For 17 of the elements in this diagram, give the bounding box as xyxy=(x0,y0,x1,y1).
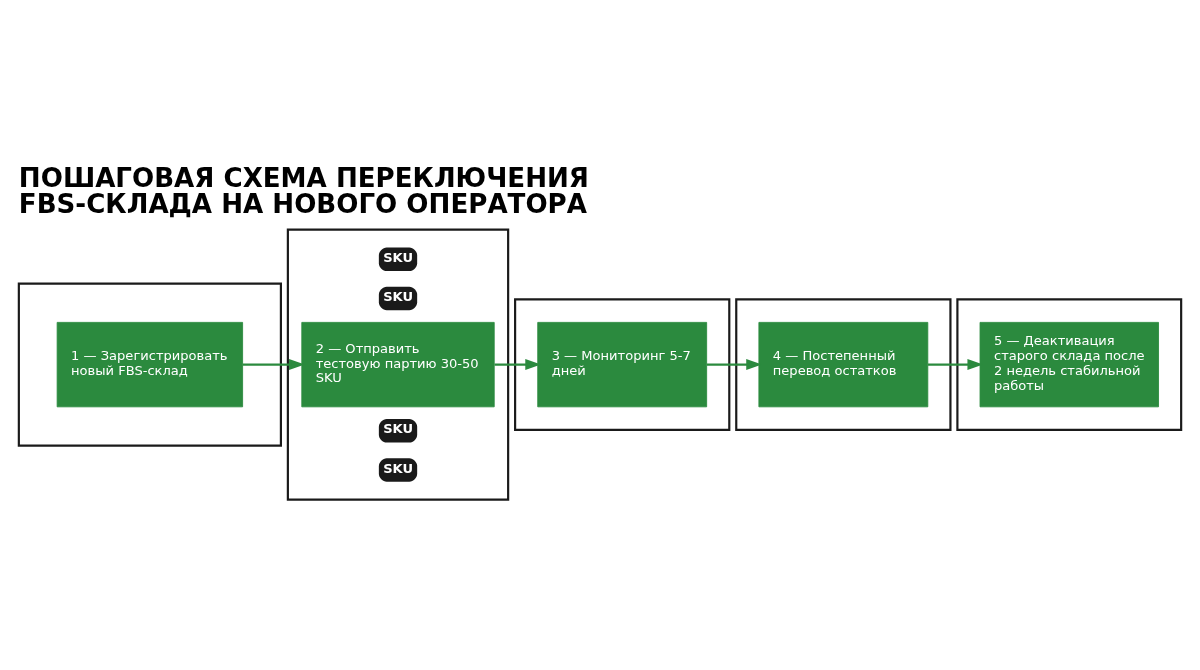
node-box: 5 — Деактивация старого склада после 2 недель стабильной работы xyxy=(979,321,1159,408)
node-box: 2 — Отправить тестовую партию 30-50 SKU xyxy=(301,321,495,408)
cluster xyxy=(735,298,952,431)
label: SKU xyxy=(383,289,414,305)
cluster xyxy=(514,298,731,431)
cluster xyxy=(17,282,282,447)
node-box: 1 — Зарегистрировать новый FBS-склад xyxy=(56,321,244,408)
diagram-title: ПОШАГОВАЯ СХЕМА ПЕРЕКЛЮЧЕНИЯ FBS-СКЛАДА НА НОВОГО ОПЕРАТОРА xyxy=(18,162,589,220)
label: SKU xyxy=(383,460,414,476)
arrow xyxy=(242,359,305,371)
arrow xyxy=(494,359,541,371)
arrow xyxy=(706,359,762,371)
cluster xyxy=(956,298,1183,431)
label: SKU xyxy=(383,421,414,437)
node-box: 4 — Постепенный перевод остатков xyxy=(758,321,929,408)
label: SKU xyxy=(383,249,414,265)
node-box: 3 — Мониторинг 5-7 дней xyxy=(537,321,708,408)
